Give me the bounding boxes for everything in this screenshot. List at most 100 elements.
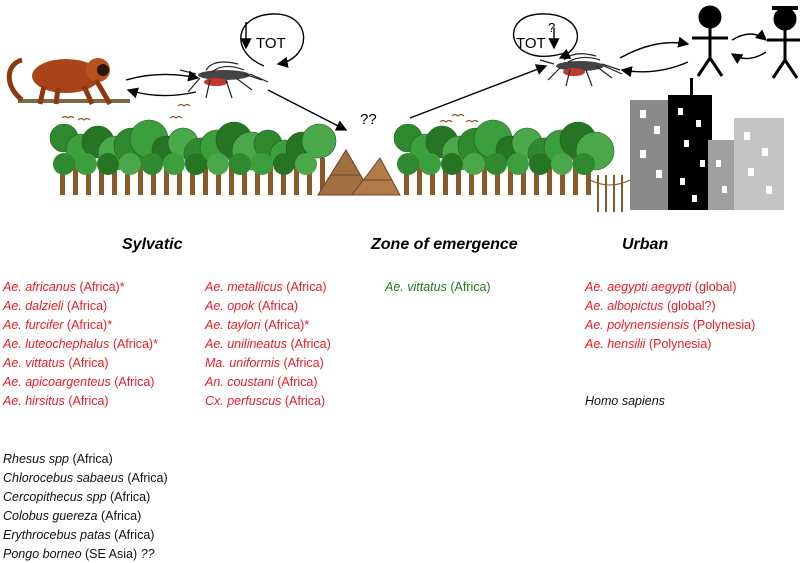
host-list-item: Rhesus spp (Africa) bbox=[3, 450, 168, 469]
species-name: Ae. hensilii bbox=[585, 337, 646, 351]
emergence-vectors: Ae. vittatus (Africa) bbox=[385, 278, 491, 297]
species-region: (SE Asia) bbox=[81, 547, 141, 561]
species-region: (Africa) bbox=[63, 299, 108, 313]
species-region: (Polynesia) bbox=[645, 337, 712, 351]
vector-list-item: Ae. albopictus (global?) bbox=[585, 297, 755, 316]
species-name: Ae. albopictus bbox=[585, 299, 664, 313]
species-name: Pongo borneo bbox=[3, 547, 82, 561]
species-region: (Africa) bbox=[64, 356, 109, 370]
species-region: (Africa) bbox=[446, 280, 491, 294]
species-name: Ae. unilineatus bbox=[205, 337, 288, 351]
species-region: (Africa) bbox=[281, 394, 326, 408]
birds bbox=[61, 103, 479, 123]
species-region: (Africa) bbox=[97, 509, 142, 523]
species-name: Ae. aegypti aegypti bbox=[585, 280, 692, 294]
species-name: Ae. vittatus bbox=[3, 356, 65, 370]
species-region: (Africa)* bbox=[75, 280, 125, 294]
species-note: ?? bbox=[140, 547, 155, 561]
monkey-icon bbox=[6, 57, 130, 106]
sylvatic-vectors-column-2: Ae. metallicus (Africa)Ae. opok (Africa)… bbox=[205, 278, 331, 411]
emergence-forest bbox=[393, 119, 615, 195]
urban-buildings bbox=[630, 78, 784, 210]
human-figure-2-icon bbox=[767, 6, 800, 79]
vector-list-item: Ae. unilineatus (Africa) bbox=[205, 335, 331, 354]
species-region: (Africa) bbox=[64, 394, 109, 408]
header-urban: Urban bbox=[622, 236, 669, 253]
species-region: (Africa) bbox=[123, 471, 168, 485]
sylvatic-hosts: Rhesus spp (Africa)Chlorocebus sabaeus (… bbox=[3, 450, 168, 563]
species-region: (Africa) bbox=[287, 337, 331, 351]
species-region: (Polynesia) bbox=[689, 318, 756, 332]
species-name: Erythrocebus patas bbox=[3, 528, 111, 542]
species-region: (Africa) bbox=[282, 280, 327, 294]
species-name: Ae. taylori bbox=[205, 318, 261, 332]
species-name: Ae. luteochephalus bbox=[3, 337, 110, 351]
species-name: Ae. vittatus bbox=[385, 280, 447, 294]
vector-list-item: An. coustani (Africa) bbox=[205, 373, 331, 392]
vector-list-item: Ae. vittatus (Africa) bbox=[3, 354, 158, 373]
species-region: (Africa)* bbox=[63, 318, 113, 332]
species-region: (Africa)* bbox=[260, 318, 310, 332]
vector-list-item: Ae. hirsitus (Africa) bbox=[3, 392, 158, 411]
species-name: An. coustani bbox=[205, 375, 274, 389]
species-name: Ae. polynensiensis bbox=[585, 318, 690, 332]
header-sylvatic: Sylvatic bbox=[122, 236, 183, 253]
vector-list-item: Ae. apicoargenteus (Africa) bbox=[3, 373, 158, 392]
species-region: (Africa) bbox=[110, 528, 155, 542]
vector-list-item: Ae. furcifer (Africa)* bbox=[3, 316, 158, 335]
species-region: (Africa) bbox=[280, 356, 324, 370]
power-lines bbox=[589, 175, 631, 212]
species-region: (Africa) bbox=[106, 490, 151, 504]
species-region: (Africa)* bbox=[109, 337, 158, 351]
species-name: Ae. furcifer bbox=[3, 318, 64, 332]
vector-list-item: Ae. luteochephalus (Africa)* bbox=[3, 335, 158, 354]
tot-label-left: TOT bbox=[256, 35, 286, 52]
sylvatic-forest bbox=[49, 119, 337, 195]
vector-list-item: Ae. dalzieli (Africa) bbox=[3, 297, 158, 316]
mosquito-left-icon bbox=[179, 61, 269, 99]
species-region: (global?) bbox=[663, 299, 716, 313]
species-name: Rhesus spp bbox=[3, 452, 70, 466]
species-region: (Africa) bbox=[273, 375, 318, 389]
tot-question-mark: ? bbox=[548, 20, 556, 35]
species-name: Ae. dalzieli bbox=[3, 299, 64, 313]
vector-list-item: Ae. taylori (Africa)* bbox=[205, 316, 331, 335]
vector-list-item: Cx. perfuscus (Africa) bbox=[205, 392, 331, 411]
species-name: Chlorocebus sabaeus bbox=[3, 471, 124, 485]
urban-vectors: Ae. aegypti aegypti (global)Ae. albopict… bbox=[585, 278, 755, 354]
urban-host-species: Homo sapiens bbox=[585, 394, 665, 408]
species-name: Cercopithecus spp bbox=[3, 490, 107, 504]
host-list-item: Cercopithecus spp (Africa) bbox=[3, 488, 168, 507]
species-name: Cx. perfuscus bbox=[205, 394, 282, 408]
species-region: (Africa) bbox=[254, 299, 299, 313]
unknown-link-label: ?? bbox=[360, 111, 377, 128]
species-region: (Africa) bbox=[110, 375, 155, 389]
village-huts bbox=[317, 149, 401, 196]
species-name: Ae. hirsitus bbox=[3, 394, 65, 408]
vector-list-item: Ae. opok (Africa) bbox=[205, 297, 331, 316]
species-name: Ae. metallicus bbox=[205, 280, 283, 294]
species-name: Ma. uniformis bbox=[205, 356, 281, 370]
human-figure-1-icon bbox=[692, 5, 728, 77]
species-region: (Africa) bbox=[69, 452, 113, 466]
host-list-item: Chlorocebus sabaeus (Africa) bbox=[3, 469, 168, 488]
vector-list-item: Ae. metallicus (Africa) bbox=[205, 278, 331, 297]
transmission-cycle-illustration bbox=[6, 5, 800, 212]
mosquito-right-icon bbox=[539, 53, 623, 87]
host-list-item: Erythrocebus patas (Africa) bbox=[3, 526, 168, 545]
host-list-item: Pongo borneo (SE Asia) ?? bbox=[3, 545, 168, 563]
vector-list-item: Ae. vittatus (Africa) bbox=[385, 278, 491, 297]
urban-host: Homo sapiens bbox=[585, 392, 665, 411]
vector-list-item: Ae. aegypti aegypti (global) bbox=[585, 278, 755, 297]
vector-list-item: Ma. uniformis (Africa) bbox=[205, 354, 331, 373]
header-zone-of-emergence: Zone of emergence bbox=[371, 236, 518, 253]
species-name: Colobus guereza bbox=[3, 509, 98, 523]
vector-list-item: Ae. polynensiensis (Polynesia) bbox=[585, 316, 755, 335]
vector-list-item: Ae. hensilii (Polynesia) bbox=[585, 335, 755, 354]
host-list-item: Colobus guereza (Africa) bbox=[3, 507, 168, 526]
species-name: Ae. africanus bbox=[3, 280, 76, 294]
species-name: Ae. opok bbox=[205, 299, 255, 313]
vector-list-item: Ae. africanus (Africa)* bbox=[3, 278, 158, 297]
tot-label-right: TOT bbox=[516, 35, 546, 52]
